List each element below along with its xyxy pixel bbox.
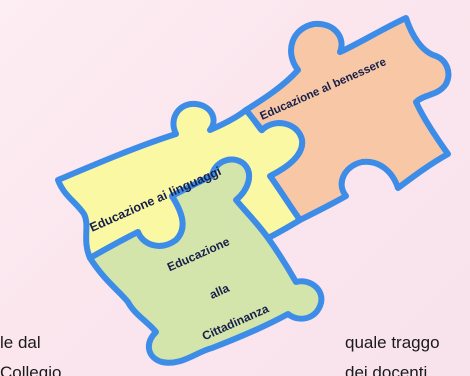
body-text-right-line-1: quale traggo	[345, 334, 440, 351]
body-text-right-line-2: dei docenti	[345, 364, 427, 376]
body-text-left-line-1: le dal	[0, 334, 41, 351]
body-text-left-line-2: Collegio	[0, 364, 61, 376]
